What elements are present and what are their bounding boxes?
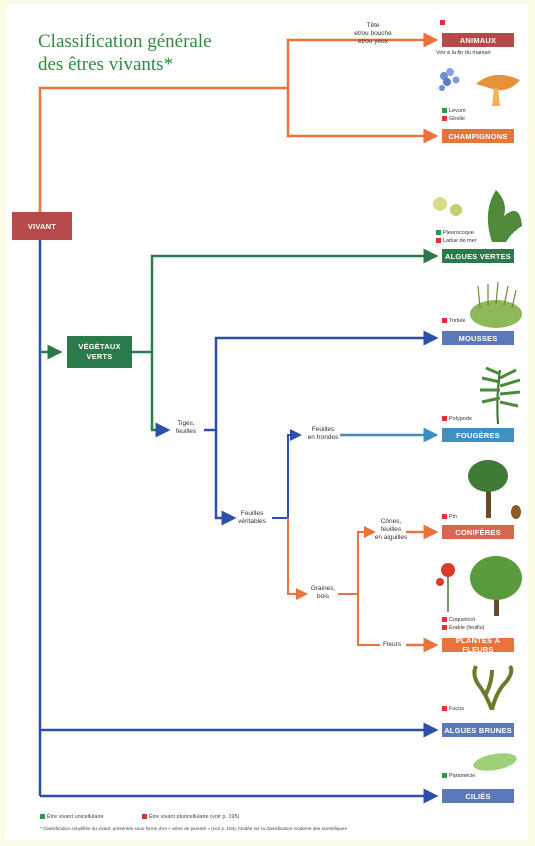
species-laitue-text: Laitue de mer: [443, 238, 477, 244]
species-polypode: Polypode: [442, 416, 472, 423]
legend-uni: Être vivant unicellulaire: [40, 814, 104, 820]
node-vegetaux-verts: VÉGÉTAUX VERTS: [67, 336, 132, 368]
species-coquelicot: Coquelicot: [442, 617, 475, 624]
node-mousses: MOUSSES: [442, 331, 514, 345]
line-vivant-up: [38, 86, 288, 212]
fucus-icon: [472, 664, 514, 710]
paramecium-icon: [473, 753, 517, 771]
species-pin-text: Pin: [449, 514, 457, 520]
title-line2: des êtres vivants*: [38, 54, 174, 75]
maple-icon: [470, 556, 522, 616]
page-title: Classification générale des êtres vivant…: [38, 30, 212, 76]
species-girolle-text: Girolle: [449, 116, 465, 122]
species-levure-text: Levure: [449, 108, 466, 114]
species-pleurocoque: Pleurocoque: [436, 230, 474, 237]
footnote: * Classification simplifiée du vivant, p…: [40, 826, 349, 831]
label-fleurs: Fleurs: [382, 641, 402, 648]
fern-icon: [480, 366, 521, 425]
species-paramecie: Paramécie: [442, 773, 475, 780]
species-polypode-text: Polypode: [449, 416, 472, 422]
poppy-icon: [436, 563, 455, 612]
label-veritables: Feuilles véritables: [238, 510, 266, 525]
species-pin: Pin: [442, 514, 457, 521]
label-frondes: Feuilles en frondes: [307, 426, 339, 441]
yeast-icon: [439, 68, 460, 91]
species-tortule-text: Tortule: [449, 318, 466, 324]
green-algae-icon: [433, 197, 462, 216]
node-coniferes: CONIFÈRES: [442, 525, 514, 539]
node-cilies: CILIÉS: [442, 789, 514, 803]
line-mousses: [214, 330, 439, 430]
node-vivant: VIVANT: [12, 212, 72, 240]
line-frondes: [287, 429, 302, 518]
legend-pluri-text: Être vivant pluricellulaire (voir p. 195…: [149, 814, 240, 820]
node-algues-vertes: ALGUES VERTES: [442, 249, 514, 263]
plantes-fleurs-illustration: [436, 556, 522, 616]
species-fucus-text: Fucus: [449, 706, 464, 712]
legend-pluri: Être vivant pluricellulaire (voir p. 195…: [142, 814, 239, 820]
line-champignons: [286, 88, 439, 144]
node-vegetaux-l1: VÉGÉTAUX: [78, 342, 121, 351]
algues-vertes-illustration: [433, 190, 522, 242]
line-fleurs: [357, 594, 380, 646]
label-tiges: Tiges, feuilles: [175, 420, 197, 435]
label-tete: Tête et/ou bouche et/ou yeux: [354, 22, 392, 45]
species-fucus: Fucus: [442, 706, 464, 713]
mushroom-icon: [476, 74, 520, 106]
sea-lettuce-icon: [487, 190, 522, 242]
species-erable: Érable (feuillu): [442, 625, 484, 632]
species-laitue: Laitue de mer: [436, 238, 477, 245]
label-graines: Graines, bois: [310, 585, 336, 600]
label-cones: Cônes, feuilles en aiguilles: [374, 518, 408, 541]
line-algues-vertes: [150, 248, 439, 352]
sheet: [6, 4, 528, 840]
title-line1: Classification générale: [38, 31, 212, 52]
animaux-marker: [440, 20, 447, 27]
node-vegetaux-l2: VERTS: [86, 352, 113, 361]
line-tiges: [150, 352, 171, 438]
line-cones: [357, 526, 376, 594]
species-tortule: Tortule: [442, 318, 466, 325]
node-champignons: CHAMPIGNONS: [442, 129, 514, 143]
moss-icon: [470, 281, 522, 328]
species-paramecie-text: Paramécie: [449, 773, 476, 779]
species-levure: Levure: [442, 108, 466, 115]
node-fougeres: FOUGÈRES: [442, 428, 514, 442]
line-graines: [287, 518, 308, 600]
species-pleurocoque-text: Pleurocoque: [443, 230, 474, 236]
species-erable-text: Érable (feuillu): [449, 625, 485, 631]
node-animaux: ANIMAUX: [442, 33, 514, 47]
animaux-note: Voir à la fin du manuel: [436, 50, 491, 56]
champignons-illustration: [439, 68, 520, 106]
line-veritables: [214, 430, 237, 526]
species-coquelicot-text: Coquelicot: [449, 617, 475, 623]
node-algues-brunes: ALGUES BRUNES: [442, 723, 514, 737]
node-plantes-fleurs: PLANTES À FLEURS: [442, 636, 514, 654]
species-girolle: Girolle: [442, 116, 465, 123]
line-animaux: [286, 32, 439, 88]
pine-icon: [468, 460, 521, 519]
legend-uni-text: Être vivant unicellulaire: [47, 814, 104, 820]
